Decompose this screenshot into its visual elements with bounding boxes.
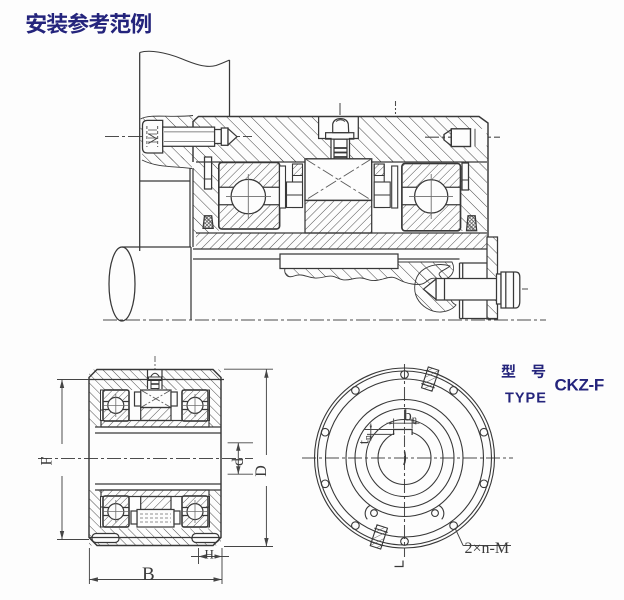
svg-text:CKZ-F: CKZ-F [555,376,604,395]
svg-text:d: d [230,458,247,466]
svg-text:tn: tn [357,435,375,444]
svg-text:F: F [39,456,56,465]
svg-text:2×n-M: 2×n-M [465,540,510,557]
svg-text:D: D [253,465,270,477]
svg-text:H: H [205,547,214,562]
svg-text:B: B [142,564,155,585]
svg-text:n: n [412,415,417,426]
svg-text:b: b [404,408,412,425]
svg-text:TYPE: TYPE [505,391,547,407]
